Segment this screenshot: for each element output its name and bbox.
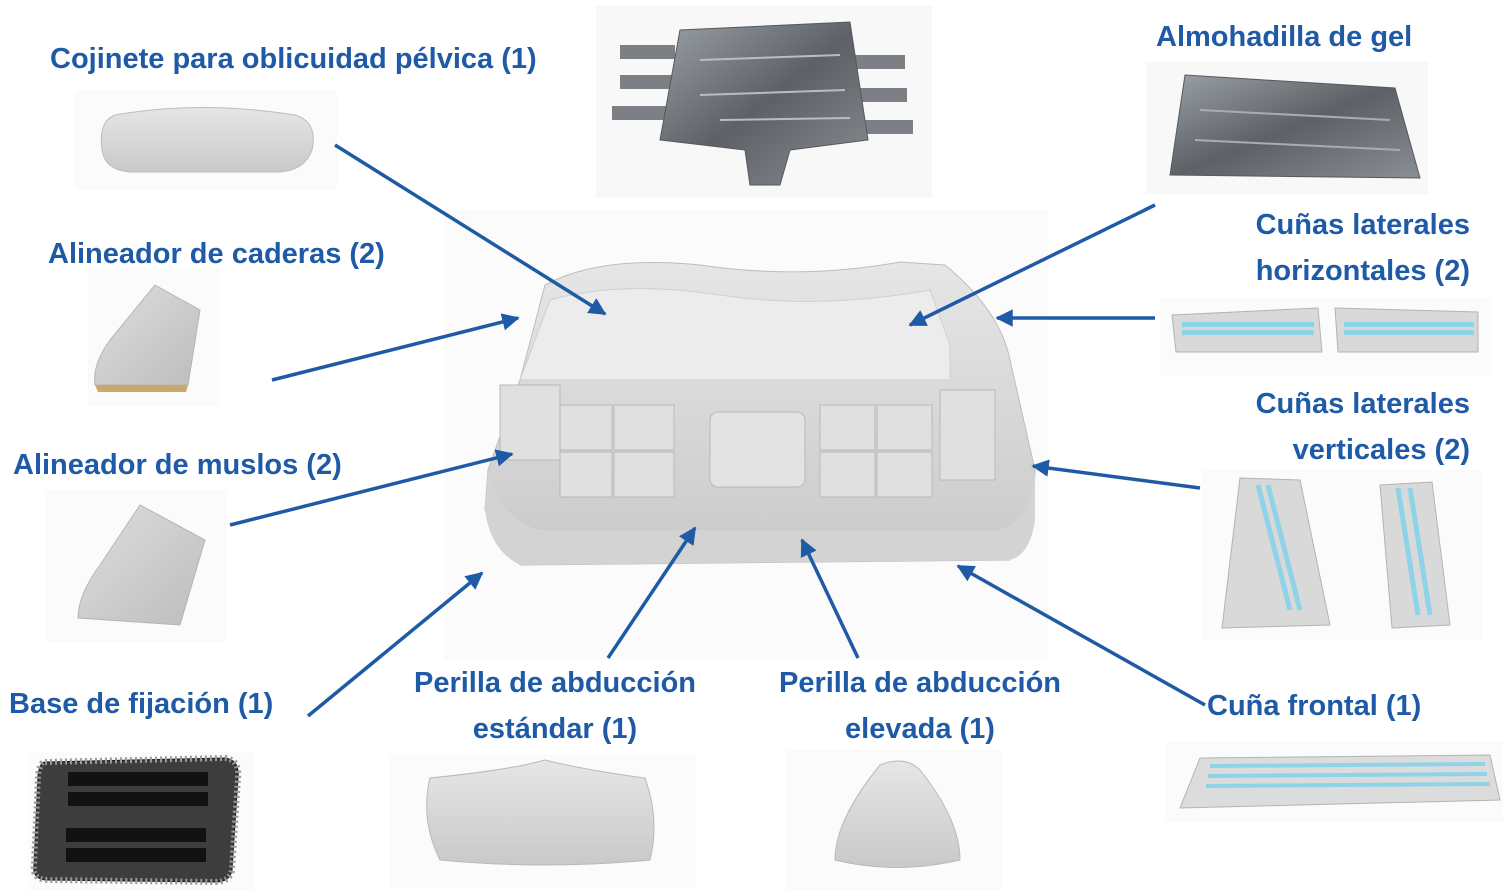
label-thigh-aligner: Alineador de muslos (2) (13, 449, 342, 481)
elevated-abduction-knob-image (787, 750, 1002, 890)
label-horizontal-lateral-wedges: Cuñas laterales horizontales (2) (1256, 202, 1470, 294)
arrow-vertical-wedges (1031, 459, 1201, 490)
horizontal-lateral-wedges-image (1160, 298, 1492, 376)
label-vertical-line2: verticales (2) (1292, 434, 1470, 466)
arrow-elevated-knob (800, 538, 860, 659)
label-standard-line1: Perilla de abducción (413, 667, 697, 699)
label-elevated-abduction-knob: Perilla de abducción elevada (1) (755, 660, 1085, 752)
arrow-fixation-base (306, 571, 484, 718)
gel-pad-image (1146, 62, 1428, 194)
fixation-base-image (28, 752, 254, 890)
front-wedge-image (1165, 742, 1503, 822)
arrow-front-wedge (956, 564, 1206, 707)
label-hip-aligner: Alineador de caderas (2) (48, 238, 385, 270)
label-front-wedge: Cuña frontal (1) (1207, 690, 1422, 722)
label-elevated-line1: Perilla de abducción (778, 667, 1062, 699)
main-cushion-image (444, 210, 1048, 660)
label-horizontal-line2: horizontales (2) (1255, 255, 1470, 287)
thigh-aligner-image (45, 490, 227, 642)
gel-bladder-image (596, 6, 932, 198)
pelvic-obliquity-pad-image (75, 90, 337, 190)
label-pelvic-obliquity-pad: Cojinete para oblicuidad pélvica (1) (50, 43, 537, 75)
label-fixation-base: Base de fijación (1) (9, 688, 274, 720)
label-vertical-lateral-wedges: Cuñas laterales verticales (2) (1256, 381, 1470, 473)
standard-abduction-knob-image (390, 755, 696, 887)
arrow-gel-pad (908, 203, 1156, 327)
hip-aligner-image (88, 268, 220, 406)
vertical-lateral-wedges-image (1202, 470, 1482, 640)
label-standard-line2: estándar (1) (472, 713, 638, 745)
label-horizontal-line1: Cuñas laterales (1255, 209, 1470, 241)
arrow-thigh-aligner (229, 449, 514, 527)
label-elevated-line2: elevada (1) (845, 713, 995, 745)
arrow-pelvic-pad (334, 143, 607, 316)
label-vertical-line1: Cuñas laterales (1255, 388, 1470, 420)
label-standard-abduction-knob: Perilla de abducción estándar (1) (390, 660, 720, 752)
label-gel-pad: Almohadilla de gel (1156, 21, 1413, 53)
arrow-hip-aligner (271, 313, 520, 382)
arrow-standard-knob (606, 526, 697, 659)
